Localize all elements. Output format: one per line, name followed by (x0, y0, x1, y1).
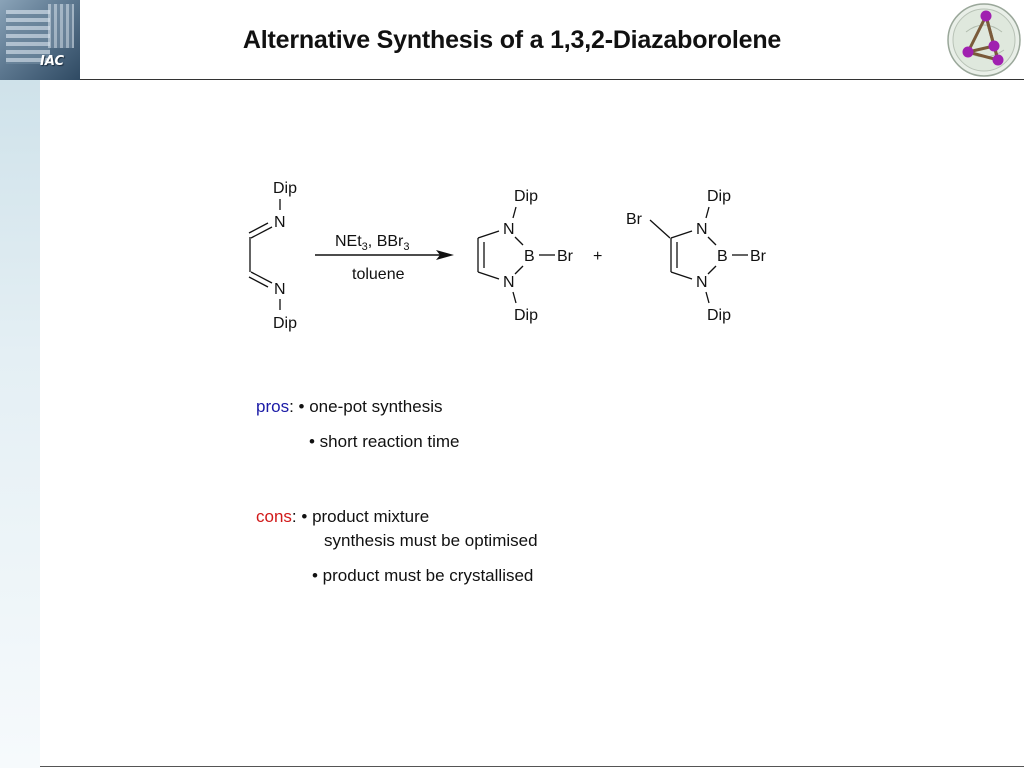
left-decor-strip (0, 80, 40, 768)
molecule-logo-icon (947, 3, 1021, 77)
bond (250, 271, 273, 284)
bond (649, 219, 671, 239)
bond (248, 276, 269, 288)
pros-item: • one-pot synthesis (298, 397, 443, 416)
pros-colon: : (289, 397, 294, 416)
bond (477, 230, 500, 239)
cons-item: • product must be crystallised (312, 566, 534, 585)
bond (477, 271, 500, 280)
dip-label: Dip (514, 188, 538, 205)
dip-label: Dip (707, 188, 731, 205)
bond (250, 226, 273, 239)
boron-label: B (524, 248, 535, 265)
bond (248, 222, 269, 234)
cons-colon: : (291, 507, 297, 526)
bond (670, 230, 693, 239)
plus-sign: + (593, 248, 602, 265)
nitrogen-label: N (696, 221, 708, 238)
iac-logo: IAC (0, 0, 80, 80)
bromine-label: Br (626, 211, 643, 228)
bond (514, 265, 524, 275)
nitrogen-label: N (696, 274, 708, 291)
footer-divider (40, 766, 1024, 767)
reaction-arrow-head (436, 250, 454, 260)
bond (707, 236, 717, 246)
dip-label: Dip (514, 307, 538, 324)
iac-logo-text: IAC (40, 54, 65, 69)
bond (707, 265, 717, 275)
nitrogen-label: N (274, 281, 286, 298)
boron-label: B (717, 248, 728, 265)
bond (514, 236, 524, 246)
cons-line-1: cons: • product mixture (256, 507, 429, 527)
cons-item: • product mixture (301, 507, 430, 526)
nitrogen-label: N (503, 274, 515, 291)
building-image (6, 10, 50, 64)
solvent-label: toluene (352, 266, 405, 283)
dip-label: Dip (707, 307, 731, 324)
bond (670, 271, 693, 280)
bromine-label: Br (750, 248, 767, 265)
dip-label: Dip (273, 180, 297, 197)
pros-line-1: pros: • one-pot synthesis (256, 397, 442, 417)
bond (705, 291, 710, 304)
nitrogen-label: N (274, 214, 286, 231)
pros-item: • short reaction time (309, 432, 460, 451)
pros-keyword: pros (256, 397, 290, 416)
dip-label: Dip (273, 315, 297, 332)
cons-keyword: cons (256, 507, 292, 526)
bromine-label: Br (557, 248, 574, 265)
bond (512, 206, 517, 219)
bond (512, 291, 517, 304)
bond (705, 206, 710, 219)
building-image-2 (48, 4, 74, 48)
reagents-label: NEt3, BBr3 (335, 233, 409, 253)
cons-item: synthesis must be optimised (324, 531, 538, 550)
header-divider (80, 79, 1024, 80)
slide-title: Alternative Synthesis of a 1,3,2-Diazabo… (242, 26, 782, 54)
nitrogen-label: N (503, 221, 515, 238)
slide-header: IAC Alternative Synthesis of a 1,3,2-Dia… (0, 0, 1024, 80)
